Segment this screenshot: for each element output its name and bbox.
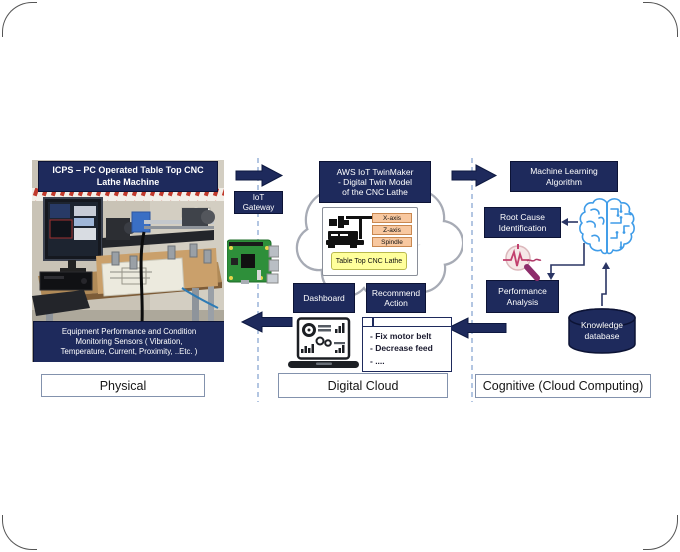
axis-chip-z: Z-axis [372, 225, 412, 235]
frame-corner [2, 515, 37, 550]
iot-gateway-box: IoT Gateway [234, 191, 283, 214]
arrow-cognitive-to-digital [446, 317, 507, 339]
knowledge-database-label: Knowledge database [580, 320, 624, 341]
frame-corner [643, 2, 678, 37]
recommend-action-box: Recommend Action [366, 283, 426, 313]
recommendation-list-box: - Fix motor belt - Decrease feed - .... [362, 317, 452, 372]
magnifier-pulse-icon [503, 244, 542, 281]
section-label-digital: Digital Cloud [278, 373, 448, 398]
ai-brain-icon [579, 198, 635, 255]
aws-twinmaker-box: AWS IoT TwinMaker - Digital Twin Model o… [319, 161, 431, 203]
axis-chip-x: X-axis [372, 213, 412, 223]
recommendation-items: - Fix motor belt - Decrease feed - .... [370, 331, 433, 366]
root-cause-box: Root Cause Identification [484, 207, 561, 238]
arrow-digital-to-physical [240, 311, 293, 333]
list-box-titlebar [363, 318, 451, 327]
frame-corner [643, 515, 678, 550]
laptop-dashboard-icon [288, 317, 359, 368]
dashboard-box: Dashboard [293, 283, 355, 313]
section-label-physical: Physical [41, 374, 205, 397]
cnc-machine-silhouette-icon [326, 216, 372, 248]
machine-learning-box: Machine Learning Algorithm [510, 161, 618, 192]
photo-caption: Equipment Performance and Condition Moni… [33, 321, 224, 362]
axis-chip-spindle: Spindle [372, 237, 412, 247]
raspberry-pi-icon [227, 239, 279, 284]
frame-corner [2, 2, 37, 37]
section-label-cognitive: Cognitive (Cloud Computing) [475, 374, 651, 398]
photo-title: ICPS – PC Operated Table Top CNC Lathe M… [38, 161, 218, 192]
cnc-machine-photo: ICPS – PC Operated Table Top CNC Lathe M… [32, 160, 224, 362]
performance-analysis-box: Performance Analysis [486, 280, 559, 313]
model-name-chip: Table Top CNC Lathe [331, 252, 407, 270]
database-icon [568, 308, 636, 354]
arrow-physical-to-digital [235, 164, 284, 187]
